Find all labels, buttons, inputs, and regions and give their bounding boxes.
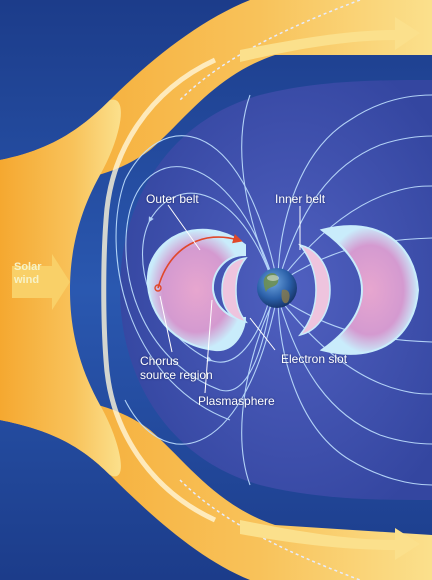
chorus-label-line1: Chorus — [140, 354, 179, 368]
chorus-source-region-label: Chorus source region — [140, 354, 213, 382]
magnetopause — [101, 57, 217, 523]
solar-wind-label-line2: wind — [14, 274, 40, 286]
earth-globe-icon — [257, 268, 297, 308]
leader-lines — [159, 204, 301, 394]
inner-belt-left — [221, 257, 248, 324]
outer-belt-right — [319, 225, 420, 355]
arrow-right-icon — [240, 17, 420, 62]
inner-belt-label: Inner belt — [275, 192, 326, 206]
chorus-source-dot — [154, 284, 162, 292]
outer-belt-label: Outer belt — [146, 192, 199, 206]
field-lines — [115, 94, 432, 486]
arrow-right-icon — [12, 254, 70, 310]
arrow-right-icon — [240, 520, 420, 560]
chorus-path — [157, 234, 243, 289]
plasmasphere-label: Plasmasphere — [198, 394, 275, 408]
solar-wind-label: Solar wind — [14, 261, 42, 287]
inner-belt-right — [298, 243, 331, 337]
chorus-label-line2: source region — [140, 368, 213, 382]
solar-wind-label-line1: Solar — [14, 261, 42, 273]
electron-slot-label: Electron slot — [281, 352, 348, 366]
